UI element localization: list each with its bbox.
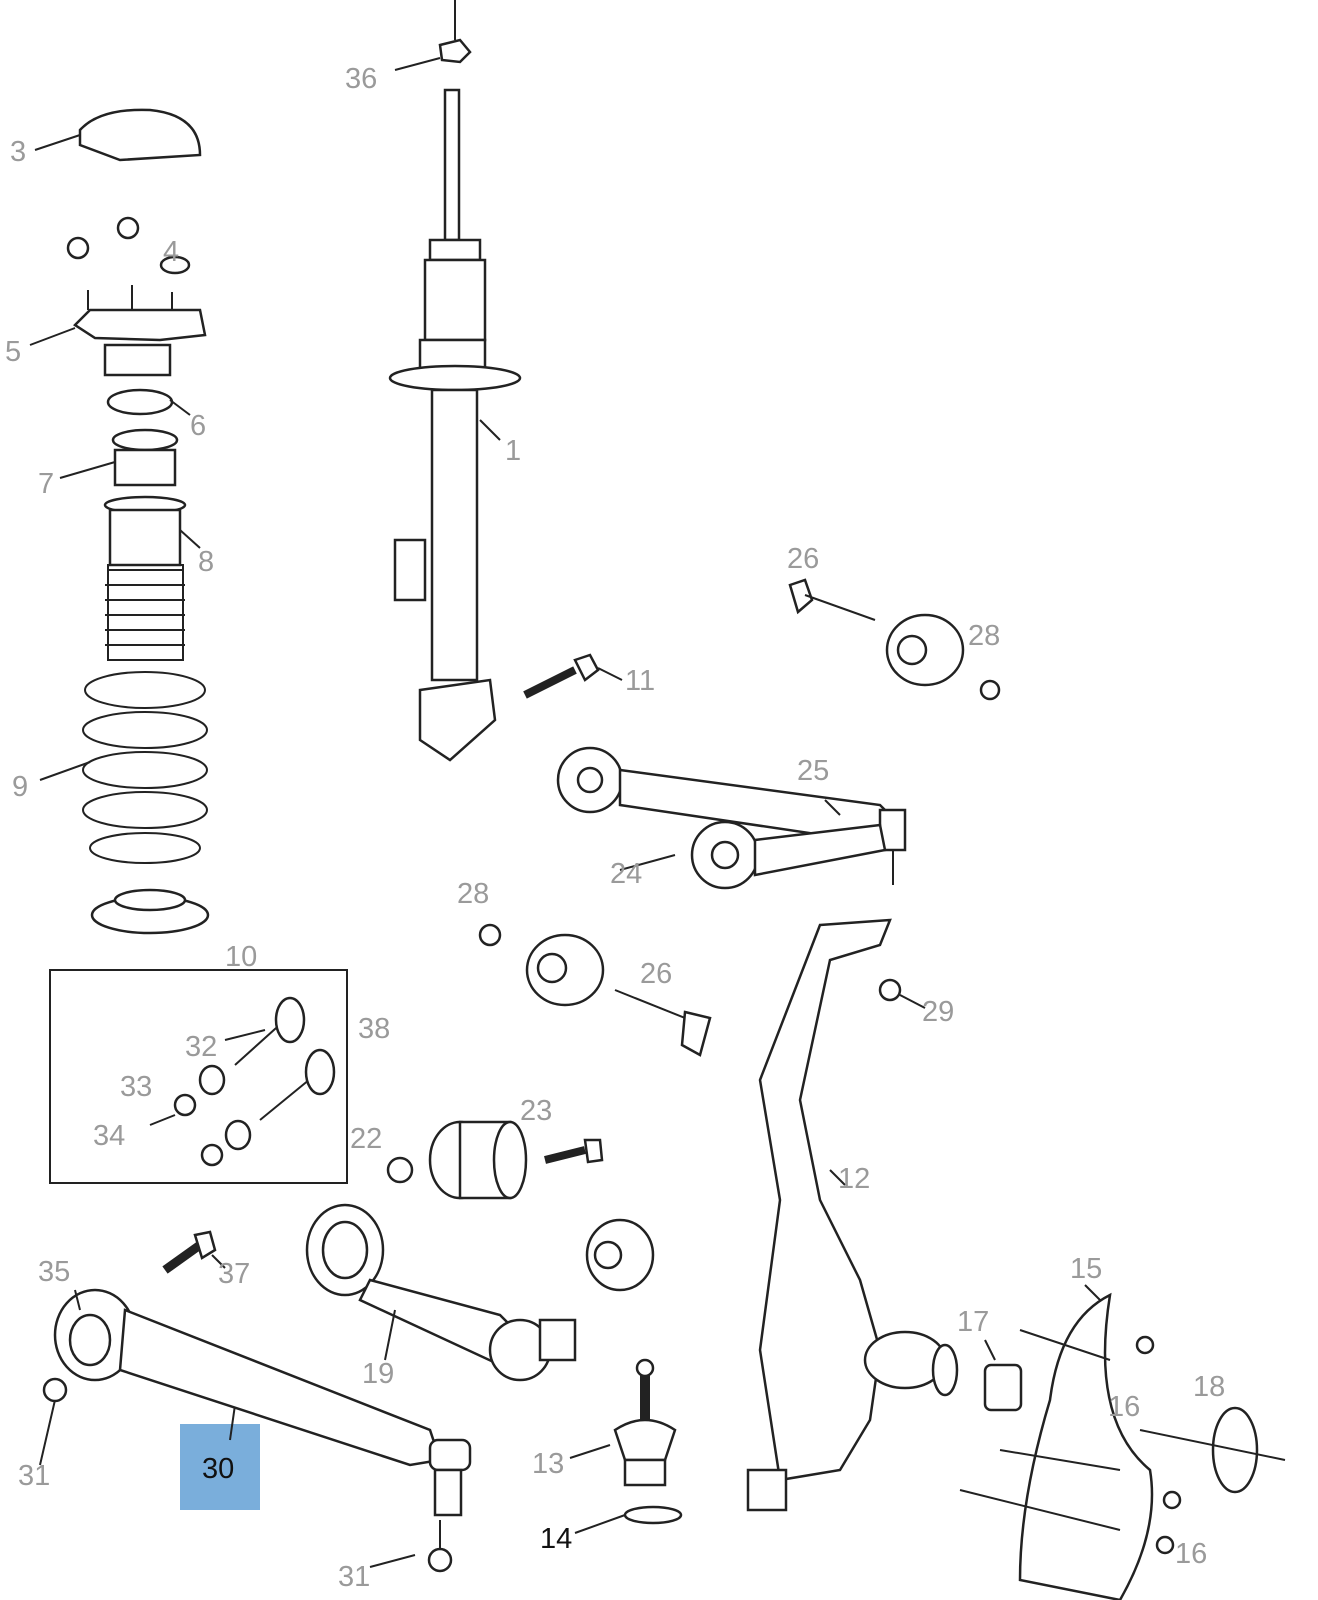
callout-33[interactable]: 33	[120, 1071, 153, 1103]
callout-1[interactable]: 1	[505, 435, 522, 467]
callout-25[interactable]: 25	[797, 755, 830, 787]
part-1-strut	[388, 88, 522, 762]
callout-24[interactable]: 24	[610, 858, 643, 890]
callout-5[interactable]: 5	[5, 336, 22, 368]
callout-31-bottom[interactable]: 31	[338, 1561, 371, 1593]
part-26-bolt-upper	[788, 578, 876, 621]
callout-26-mid[interactable]: 26	[640, 958, 673, 990]
part-bushing-lower	[428, 1120, 528, 1200]
part-10-seat	[90, 888, 210, 935]
part-18-cap	[1139, 1406, 1286, 1494]
part-28-bushing-upper	[885, 613, 1001, 701]
callout-28-upper[interactable]: 28	[968, 620, 1001, 652]
part-13-ball-joint	[613, 1358, 677, 1487]
part-31-nuts	[42, 1377, 453, 1573]
part-8-boot	[103, 495, 201, 661]
part-34-nuts	[173, 1093, 224, 1167]
callout-37[interactable]: 37	[218, 1258, 251, 1290]
callout-3[interactable]: 3	[10, 136, 27, 168]
part-28-nut-mid	[478, 923, 502, 947]
callout-30[interactable]: 30	[202, 1453, 235, 1485]
callout-38[interactable]: 38	[358, 1013, 391, 1045]
callout-13[interactable]: 13	[532, 1448, 565, 1480]
part-33-washers	[198, 1064, 252, 1151]
selected-callout-highlight[interactable]	[180, 1424, 260, 1510]
callout-18[interactable]: 18	[1193, 1371, 1226, 1403]
part-19-tension-strut	[305, 1203, 577, 1382]
part-6-bearing	[106, 388, 191, 416]
part-22-nut	[386, 1156, 414, 1184]
callout-15[interactable]: 15	[1070, 1253, 1103, 1285]
callout-10[interactable]: 10	[225, 941, 258, 973]
part-11-bolt	[523, 653, 623, 699]
callout-4[interactable]: 4	[163, 236, 180, 268]
part-37-bolt	[162, 1230, 226, 1274]
part-14-ring	[623, 1505, 683, 1525]
callout-16-a[interactable]: 16	[1108, 1391, 1141, 1423]
callout-14[interactable]: 14	[540, 1523, 573, 1555]
part-26-bolt-mid	[614, 989, 712, 1057]
callout-9[interactable]: 9	[12, 771, 29, 803]
part-3-cap	[78, 108, 202, 162]
callout-6[interactable]: 6	[190, 410, 207, 442]
part-5-mount	[73, 285, 207, 377]
callout-19[interactable]: 19	[362, 1358, 395, 1390]
part-29-nut	[878, 978, 926, 1009]
part-17-nut	[983, 1339, 1023, 1412]
callout-22[interactable]: 22	[350, 1123, 383, 1155]
callout-12[interactable]: 12	[838, 1163, 871, 1195]
callout-26-upper[interactable]: 26	[787, 543, 820, 575]
callout-16-b[interactable]: 16	[1175, 1538, 1208, 1570]
part-bushing-mid	[525, 933, 605, 1007]
callout-7[interactable]: 7	[38, 468, 55, 500]
part-23-bolt	[544, 1138, 604, 1164]
part-32-bolts	[234, 996, 336, 1121]
callout-31-left[interactable]: 31	[18, 1460, 51, 1492]
callout-36[interactable]: 36	[345, 63, 378, 95]
part-30-lower-control-arm	[53, 1288, 472, 1517]
callout-28-mid[interactable]: 28	[457, 878, 490, 910]
part-36-nut	[438, 0, 472, 64]
part-4-nuts	[66, 216, 191, 275]
part-16-bolts	[1135, 1335, 1182, 1555]
part-bushing-small	[585, 1218, 655, 1292]
callout-32[interactable]: 32	[185, 1031, 218, 1063]
callout-11[interactable]: 11	[625, 665, 656, 697]
callout-23[interactable]: 23	[520, 1095, 553, 1127]
part-25-upper-arm	[556, 746, 907, 885]
part-12-knuckle	[746, 918, 959, 1512]
part-15-shield	[959, 1284, 1154, 1600]
callout-29[interactable]: 29	[922, 996, 955, 1028]
callout-35[interactable]: 35	[38, 1256, 71, 1288]
part-24-lower-arm	[690, 799, 887, 890]
callout-8[interactable]: 8	[198, 546, 215, 578]
leader-lines	[29, 57, 676, 1568]
callout-17[interactable]: 17	[957, 1306, 990, 1338]
kit-38-box	[49, 969, 348, 1184]
part-9-spring	[82, 671, 208, 864]
part-7-isolator	[111, 428, 179, 487]
callout-34[interactable]: 34	[93, 1120, 126, 1152]
